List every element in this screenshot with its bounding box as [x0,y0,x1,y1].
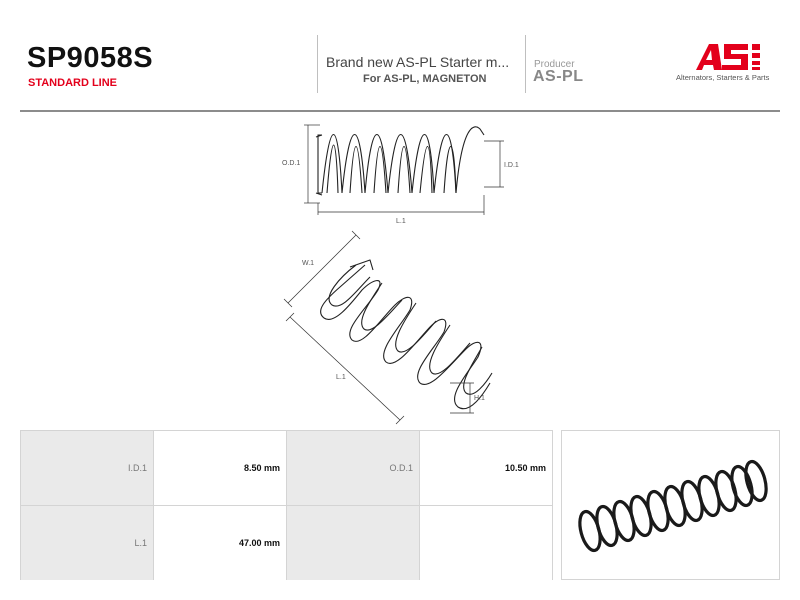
spec-label: I.D.1 [21,431,154,506]
spring-photo-image [578,459,768,553]
spec-value: 10.50 mm [420,431,552,506]
spec-value: 47.00 mm [154,506,287,580]
spec-value: 8.50 mm [154,431,287,506]
spring-technical-drawing: O.D.1 I.D.1 L.1 W.1 L.1 H.1 [282,124,519,425]
product-description: Brand new AS-PL Starter m... [326,54,510,70]
spec-label: O.D.1 [287,431,420,506]
spec-label [287,506,420,580]
product-line-label: STANDARD LINE [28,77,118,89]
producer-name: AS-PL [533,68,584,85]
wire-dimension-label: W.1 [302,260,314,267]
od-dimension-label: O.D.1 [282,160,300,167]
producer-label: Producer [534,59,575,70]
height-dimension-label: H.1 [474,395,485,402]
product-photo [561,430,780,580]
iso-length-dimension-label: L.1 [336,374,346,381]
spec-label: L.1 [21,506,154,580]
divider [525,35,526,93]
as-pl-logo: AS [696,44,760,70]
spec-value [420,506,552,580]
compatibility-text: For AS-PL, MAGNETON [363,73,487,85]
divider [317,35,318,93]
id-dimension-label: I.D.1 [504,162,519,169]
logo-tagline: Alternators, Starters & Parts [676,73,770,82]
length-dimension-label: L.1 [396,218,406,225]
header-rule [20,110,780,112]
specs-table: I.D.1 8.50 mm O.D.1 10.50 mm L.1 47.00 m… [20,430,553,580]
header: SP9058S STANDARD LINE Brand new AS-PL St… [0,0,800,110]
part-number: SP9058S [27,42,154,74]
